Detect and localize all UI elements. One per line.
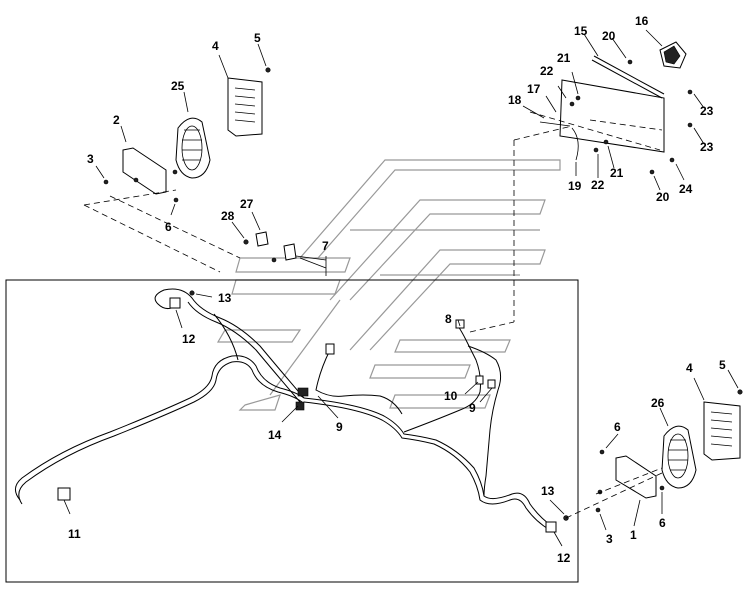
callout-9b: 9 [469, 401, 476, 415]
callout-5: 5 [254, 31, 261, 45]
callout-4b: 4 [686, 361, 693, 375]
callout-16: 16 [635, 14, 649, 28]
callout-labels: 2 25 4 5 3 6 27 28 7 13 12 11 14 9 8 10 … [68, 14, 726, 565]
callout-3b: 3 [606, 532, 613, 546]
callout-24: 24 [679, 182, 693, 196]
callout-22a: 22 [540, 64, 554, 78]
callout-15: 15 [574, 24, 588, 38]
callout-27: 27 [240, 197, 254, 211]
harness-frame [5, 279, 579, 583]
callout-6c: 6 [659, 516, 666, 530]
callout-20a: 20 [602, 29, 616, 43]
license-plate-assembly [513, 29, 705, 322]
left-lamp-assembly [83, 43, 271, 273]
callout-23a: 23 [700, 104, 714, 118]
callout-19: 19 [568, 179, 582, 193]
callout-22b: 22 [591, 178, 605, 192]
watermark-logo [216, 159, 561, 411]
callout-18: 18 [508, 93, 522, 107]
callout-6b: 6 [614, 420, 621, 434]
callout-17: 17 [527, 82, 541, 96]
callout-8: 8 [445, 312, 452, 326]
callout-12a: 12 [182, 332, 196, 346]
callout-10: 10 [444, 389, 458, 403]
callout-5b: 5 [719, 358, 726, 372]
callout-23b: 23 [700, 140, 714, 154]
callout-21a: 21 [557, 51, 571, 65]
callout-14: 14 [268, 428, 282, 442]
callout-6: 6 [165, 220, 172, 234]
callout-21b: 21 [610, 166, 624, 180]
callout-28: 28 [221, 209, 235, 223]
callout-4: 4 [212, 39, 219, 53]
callout-12b: 12 [557, 551, 571, 565]
wiring-harness [15, 288, 563, 547]
callout-1: 1 [630, 528, 637, 542]
callout-13b: 13 [541, 484, 555, 498]
right-lamp-assembly [549, 369, 743, 531]
callout-25: 25 [171, 79, 185, 93]
callout-9a: 9 [336, 420, 343, 434]
callout-20b: 20 [656, 190, 670, 204]
callout-7: 7 [322, 239, 329, 253]
callout-13a: 13 [218, 291, 232, 305]
callout-26: 26 [651, 396, 665, 410]
callout-11: 11 [68, 527, 81, 541]
callout-3: 3 [87, 152, 94, 166]
callout-2: 2 [113, 113, 120, 127]
connector-parts-27-28 [231, 211, 327, 276]
